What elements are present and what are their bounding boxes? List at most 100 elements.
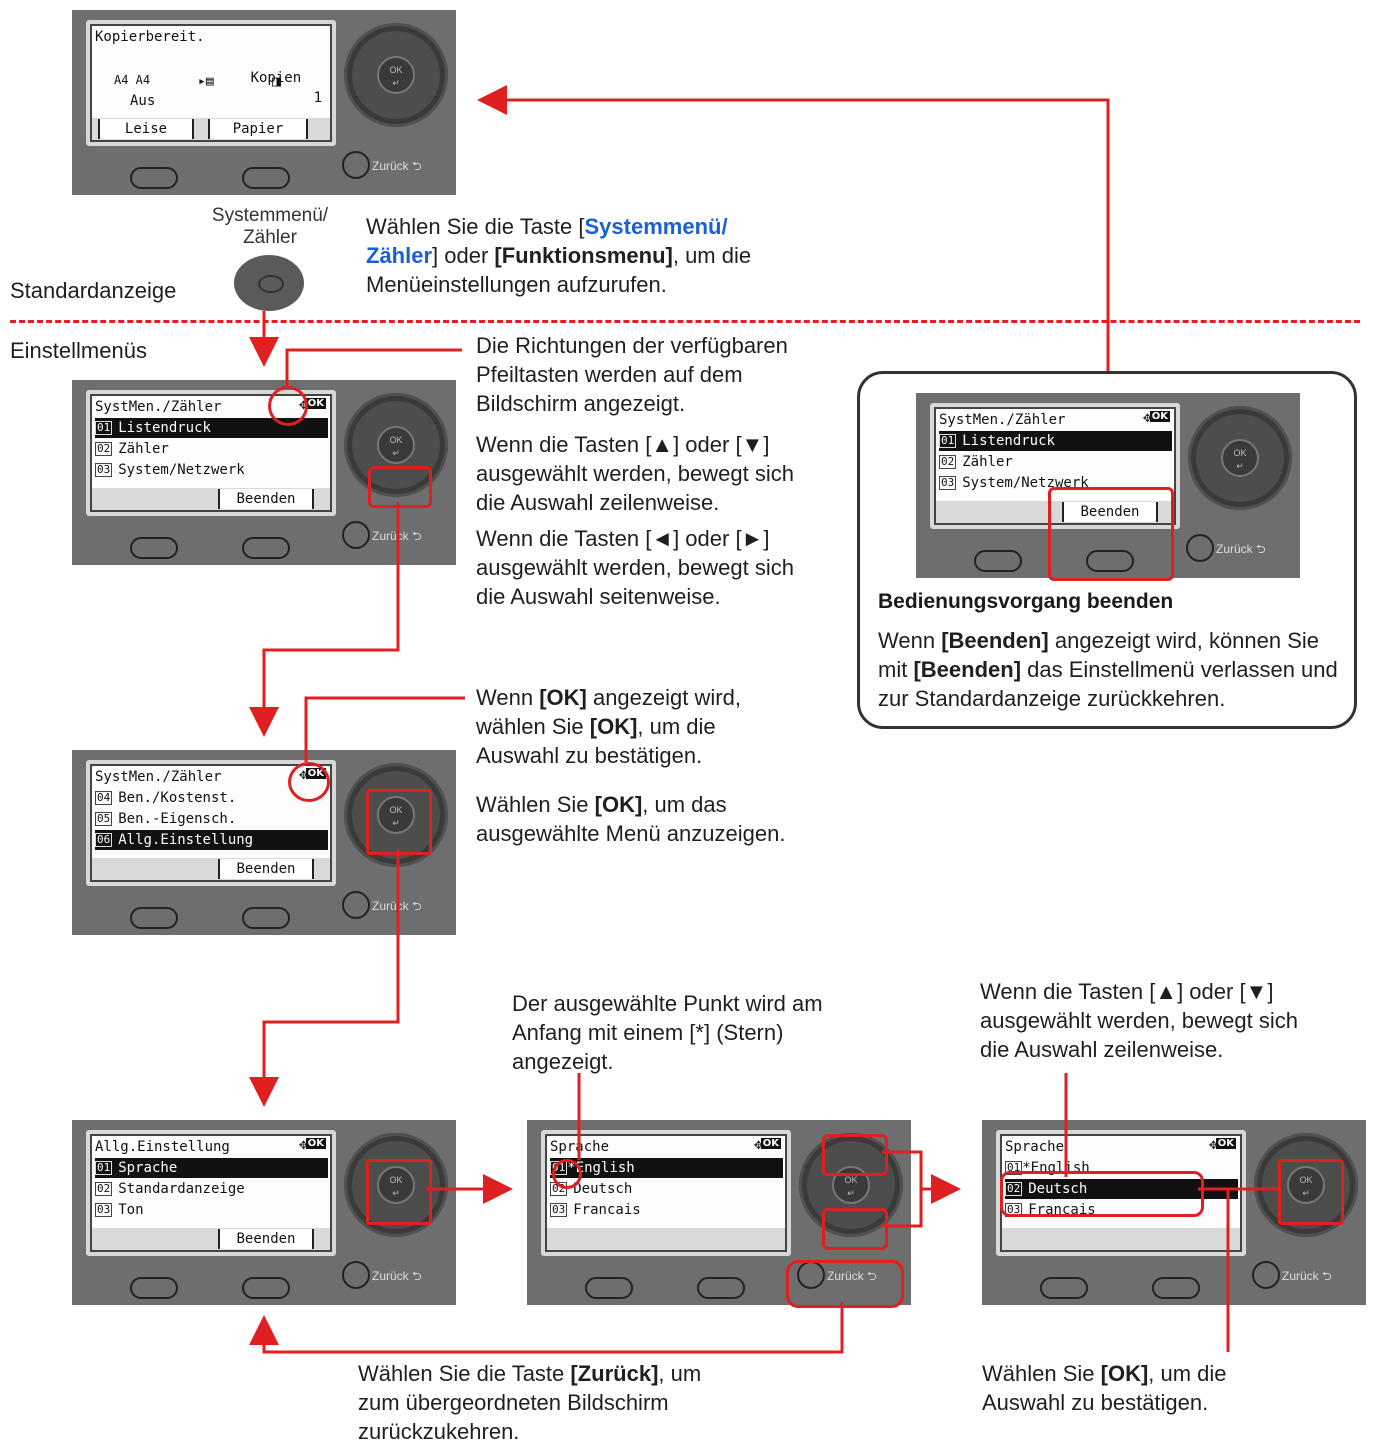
- softkey-button-left[interactable]: [130, 907, 178, 929]
- softkey-button-left[interactable]: [1040, 1277, 1088, 1299]
- back-label: Zurück ⮌: [1216, 542, 1266, 556]
- paper-label: A4 A4: [114, 73, 151, 87]
- ok-badge: OK: [1149, 411, 1170, 422]
- softkey-button-right[interactable]: [242, 907, 290, 929]
- instruction-ok-open: Wählen Sie [OK], um das ausgewählte Menü…: [476, 792, 786, 846]
- back-button[interactable]: [342, 151, 370, 179]
- systemmenu-button-icon: [258, 275, 284, 293]
- ok-badge: OK: [1215, 1138, 1236, 1149]
- kopien-count: 1: [313, 90, 322, 106]
- instruction-star: Der ausgewählte Punkt wird am Anfang mit…: [512, 991, 823, 1074]
- arrows-icon: ✥: [1142, 408, 1152, 426]
- page-icon: ◨: [272, 72, 282, 90]
- back-label: Zurück ⮌: [827, 1269, 877, 1283]
- softkey-button-right[interactable]: [242, 1277, 290, 1299]
- lcd-line: Kopierbereit.: [95, 29, 205, 45]
- systemmenu-link: Systemmenü/ Zähler: [366, 214, 728, 268]
- softkey-button-right[interactable]: [1086, 550, 1134, 572]
- menu-item[interactable]: 01*English: [550, 1158, 783, 1178]
- systemmenu-button-label: Systemmenü/ Zähler: [211, 205, 329, 248]
- back-button[interactable]: [1252, 1261, 1280, 1289]
- highlight-ok-key: [366, 1159, 432, 1225]
- highlight-up-key: [822, 1134, 888, 1176]
- highlight-ok-badge: [288, 762, 330, 802]
- section-divider: [10, 320, 1360, 323]
- softkey-beenden[interactable]: Beenden: [218, 1229, 314, 1249]
- lcd-title: SystMen./Zähler: [95, 399, 222, 415]
- back-button[interactable]: [342, 521, 370, 549]
- softkey-beenden[interactable]: Beenden: [218, 859, 314, 879]
- arrows-icon: ✥: [298, 1135, 308, 1153]
- lcd-title: SystMen./Zähler: [95, 769, 222, 785]
- highlight-beenden: [1048, 487, 1174, 581]
- softkey-button-left[interactable]: [130, 167, 178, 189]
- dpad[interactable]: OK↵: [1188, 406, 1292, 510]
- softkey-beenden[interactable]: Beenden: [1062, 502, 1158, 522]
- ok-badge: OK: [760, 1138, 781, 1149]
- softkey-button-left[interactable]: [130, 537, 178, 559]
- einstellmenus-label: Einstellmenüs: [10, 338, 147, 363]
- softkey-button-left[interactable]: [130, 1277, 178, 1299]
- systemmenu-button[interactable]: [234, 255, 304, 311]
- instruction-open-menu: Wählen Sie die Taste [Systemmenü/ Zähler…: [366, 214, 752, 297]
- lcd-title: SystMen./Zähler: [939, 412, 1066, 428]
- softkey-button-right[interactable]: [697, 1277, 745, 1299]
- dpad[interactable]: OK↵: [1254, 1133, 1358, 1237]
- ok-button[interactable]: OK↵: [377, 426, 415, 464]
- highlight-arrows: [268, 386, 308, 426]
- ok-button[interactable]: OK↵: [377, 796, 415, 834]
- ok-button[interactable]: OK↵: [1221, 439, 1259, 477]
- highlight-ok-key: [1278, 1159, 1344, 1225]
- lcd-title: Sprache: [1005, 1139, 1065, 1155]
- lcd-home: Kopierbereit. Kopien 1 A4 A4 ▸▤ ◨ Aus Le…: [86, 20, 336, 146]
- dpad[interactable]: OK↵: [344, 1133, 448, 1237]
- softkey-button-right[interactable]: [242, 537, 290, 559]
- softkey-button-left[interactable]: [974, 550, 1022, 572]
- ok-button[interactable]: OK↵: [832, 1166, 870, 1204]
- arrows-icon: ✥: [753, 1135, 763, 1153]
- instruction-ok-shown: Wenn [OK] angezeigt wird, wählen Sie [OK…: [476, 685, 741, 768]
- dpad[interactable]: OK↵: [344, 23, 448, 127]
- ok-button[interactable]: OK↵: [1287, 1166, 1325, 1204]
- softkey-button-right[interactable]: [242, 167, 290, 189]
- ok-button[interactable]: OK↵: [377, 56, 415, 94]
- instruction-updown-2: Wenn die Tasten [▲] oder [▼] ausgewählt …: [980, 979, 1298, 1062]
- back-label: Zurück ⮌: [1282, 1269, 1332, 1283]
- callout-ok: [304, 696, 465, 762]
- softkey-beenden[interactable]: Beenden: [218, 489, 314, 509]
- softkey-button-right[interactable]: [1152, 1277, 1200, 1299]
- back-button[interactable]: [342, 891, 370, 919]
- instruction-back: Wählen Sie die Taste [Zurück], um zum üb…: [358, 1361, 702, 1444]
- exit-info-box: [857, 371, 1357, 729]
- ok-button[interactable]: OK↵: [377, 1166, 415, 1204]
- aus-label: Aus: [130, 93, 156, 109]
- back-button[interactable]: [1186, 534, 1214, 562]
- arrow-to-home: [477, 85, 1110, 371]
- back-button[interactable]: [342, 1261, 370, 1289]
- kopien-label: Kopien: [250, 70, 302, 86]
- instruction-confirm: Wählen Sie [OK], um die Auswahl zu bestä…: [982, 1361, 1227, 1415]
- softkey-button-left[interactable]: [585, 1277, 633, 1299]
- softkey-papier[interactable]: Papier: [208, 119, 308, 139]
- softkey-leise[interactable]: Leise: [98, 119, 194, 139]
